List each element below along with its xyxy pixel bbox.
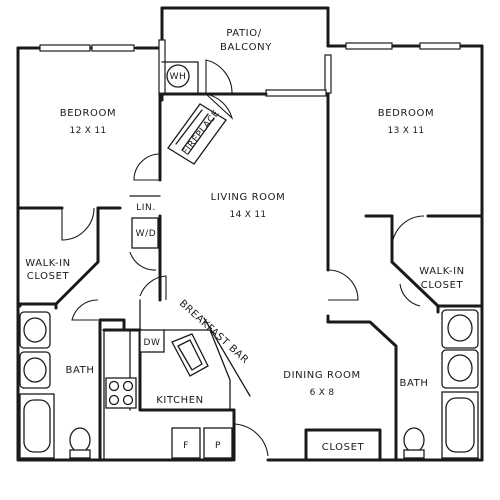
walkin-right-line2: CLOSET [421,280,464,291]
fridge-label: F [183,441,189,451]
window [158,39,166,95]
fireplace: FIREPLACE [167,103,227,165]
sink [23,357,47,383]
laundry-area: LIN. W/D [129,195,161,271]
sink [447,354,473,382]
living-room-size: 14 X 11 [230,210,267,220]
sink [23,317,47,343]
linen-label: LIN. [136,203,156,213]
bedroom-door-swing-right [327,269,359,301]
sliding-door [265,89,327,97]
walkin-right-line1: WALK-IN [419,266,465,277]
patio-door-swing [205,59,233,95]
bedroom-left-label: BEDROOM [60,108,116,119]
window [324,54,332,94]
bath-door-swing-right [399,283,421,307]
sink [447,314,473,342]
window [345,42,393,50]
door-swings [61,59,425,460]
fridge [171,427,201,459]
living-room-label: LIVING ROOM [211,192,286,203]
hall-door-swing [139,275,167,300]
interior-walls [16,92,484,462]
bath-left-label: BATH [66,365,95,376]
bath-door-swing [71,299,99,321]
room-labels: PATIO/ BALCONY BEDROOM 12 X 11 BEDROOM 1… [25,28,465,453]
kitchen-fixtures: DW F P BREAKFAST BAR [103,298,251,461]
washer-dryer-label: W/D [136,229,157,239]
closet-door-swing [61,207,95,241]
window [91,44,135,52]
right-bath-fixtures [403,309,479,459]
dishwasher [139,329,165,353]
toilet-tank [403,449,425,459]
bedroom-right-label: BEDROOM [378,108,434,119]
toilet [69,427,91,453]
walkin-left-line2: CLOSET [27,271,70,282]
walkin-left-line1: WALK-IN [25,258,71,269]
toilet-tank [69,449,91,459]
patio-label-line2: BALCONY [220,42,272,53]
dishwasher-label: DW [143,338,160,348]
bedroom-left-size: 12 X 11 [70,126,107,136]
closet-door-swing-right [391,215,425,249]
left-bath-fixtures [19,311,91,459]
patio-door-swing-2 [205,93,234,120]
exterior-walls [16,6,484,462]
bathtub-basin [445,397,475,453]
bath-right-label: BATH [400,378,429,389]
dining-room-size: 6 X 8 [310,388,335,398]
closet-label: CLOSET [322,442,365,453]
water-heater: WH [161,61,199,95]
bathtub-basin [23,399,51,453]
laundry-door-swing [129,251,157,271]
patio-label-line1: PATIO/ [226,28,261,39]
windows [39,39,461,97]
pantry-label: P [215,441,221,451]
dining-room-label: DINING ROOM [283,370,360,381]
bedroom-door-swing [133,153,161,181]
toilet [403,427,425,453]
kitchen-label: KITCHEN [156,395,204,406]
window [419,42,461,50]
window [39,44,91,52]
bedroom-right-size: 13 X 11 [388,126,425,136]
entry-door-swing [233,423,269,460]
water-heater-label: WH [170,72,187,82]
pantry [203,427,233,459]
